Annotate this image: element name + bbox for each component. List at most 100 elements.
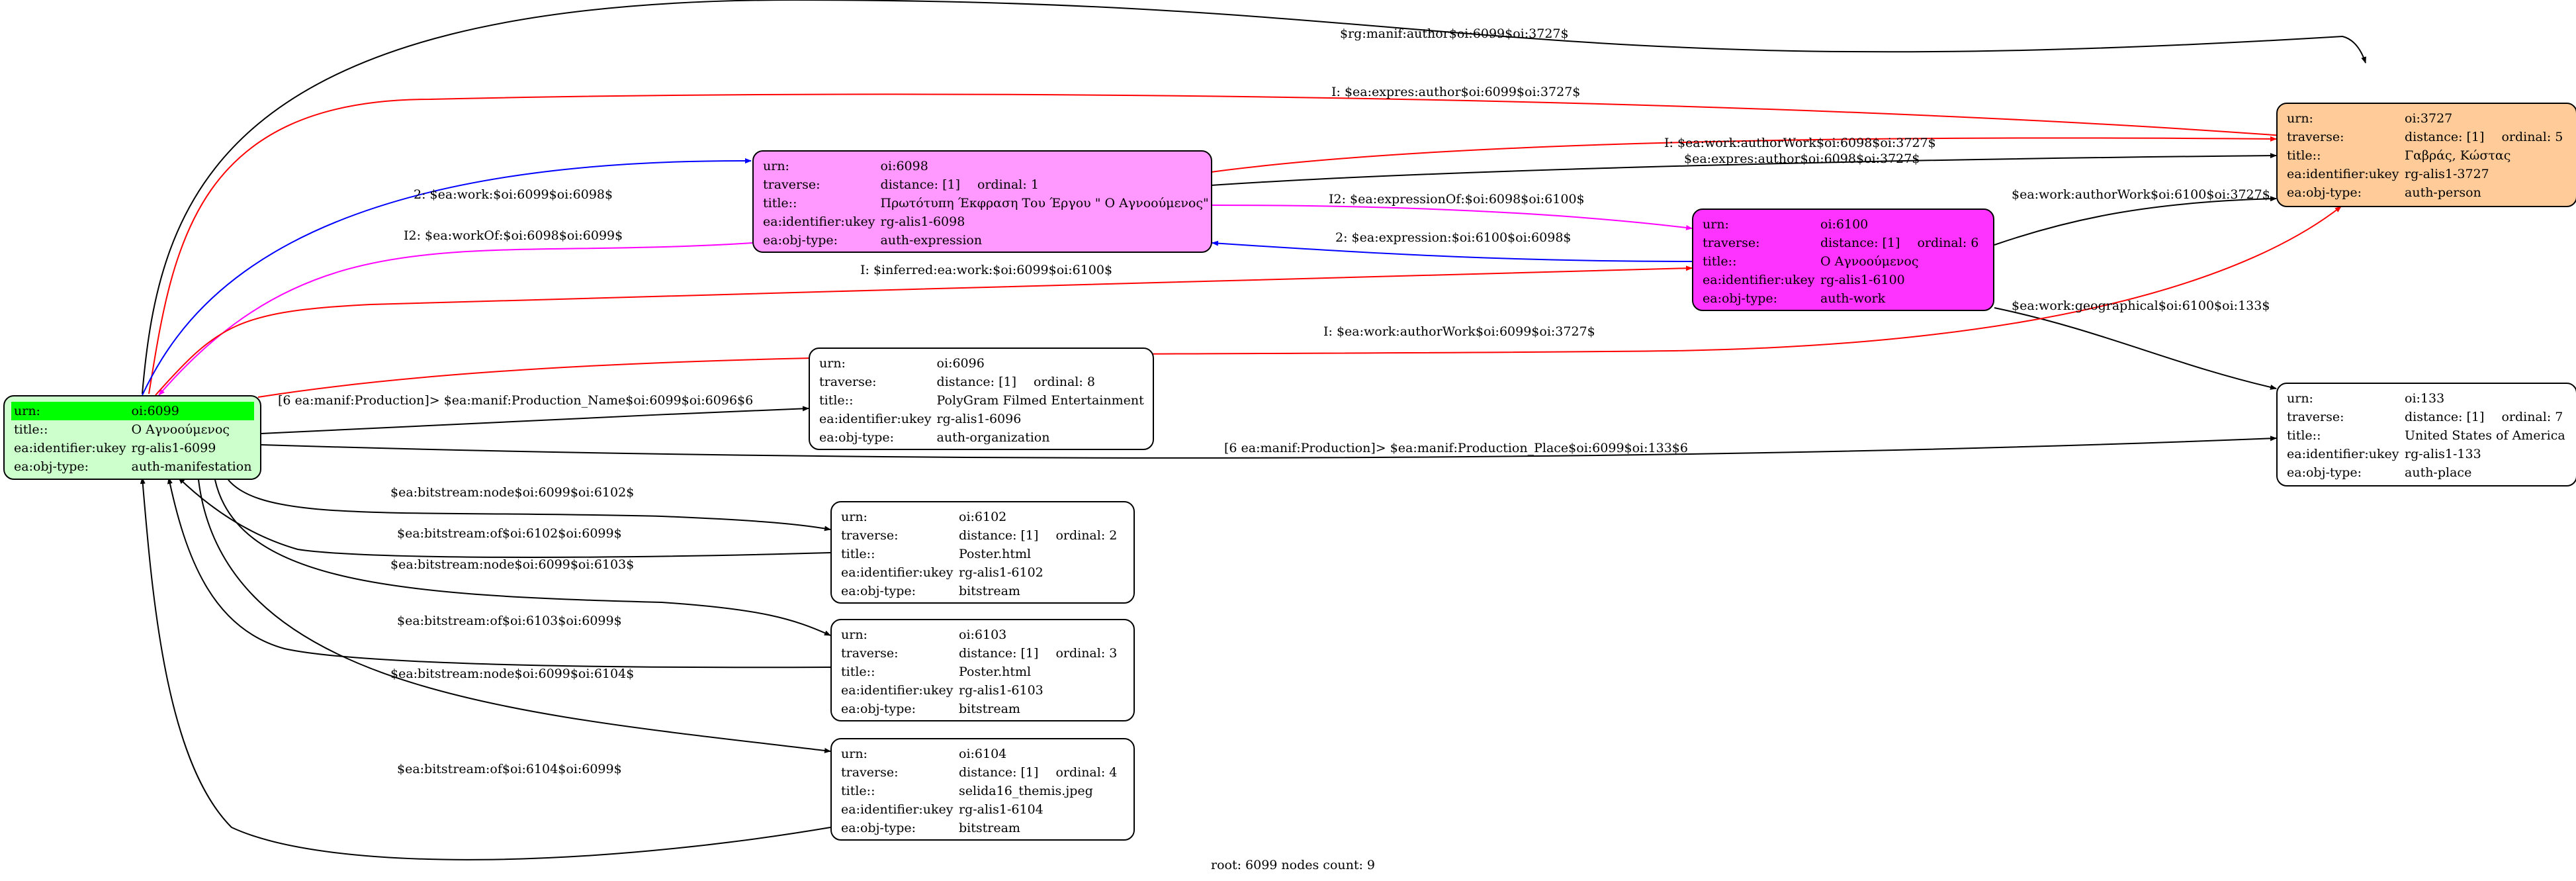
row-value: oi:133	[2405, 391, 2445, 406]
row-key: title::	[841, 784, 875, 798]
row-key: ea:obj-type:	[2287, 465, 2362, 480]
row-value: oi:6104	[959, 747, 1007, 761]
edge-label: $ea:work:geographical$oi:6100$oi:133$	[2012, 299, 2270, 313]
edge-label: I: $ea:expres:author$oi:6099$oi:3727$	[1331, 85, 1580, 99]
edge-label: I: $ea:work:authorWork$oi:6098$oi:3727$	[1664, 136, 1936, 150]
row-key: ea:identifier:ukey	[1703, 273, 1815, 287]
edge-workOf-6098-6099	[158, 242, 753, 396]
node-oi-6100[interactable]: urn:oi:6100 traverse:distance: [1]ordina…	[1692, 209, 1994, 311]
row-value: oi:6102	[959, 510, 1007, 524]
row-value: auth-place	[2405, 465, 2472, 480]
row-value: auth-organization	[936, 430, 1050, 445]
row-key: title::	[14, 422, 48, 437]
node-oi-133[interactable]: urn: oi:133 traverse: distance: [1]ordinal…	[2276, 383, 2576, 487]
edge-label: 2: $ea:expression:$oi:6100$oi:6098$	[1335, 230, 1572, 245]
edge-label: [6 ea:manif:Production]> $ea:manif:Produ…	[278, 393, 753, 408]
edge-label: $ea:bitstream:node$oi:6099$oi:6103$	[390, 557, 634, 572]
row-value: distance: [1]ordinal: 1	[880, 177, 1039, 192]
row-value: bitstream	[959, 821, 1020, 835]
edge-label: [6 ea:manif:Production]> $ea:manif:Produ…	[1224, 441, 1688, 455]
row-value: auth-person	[2405, 185, 2481, 200]
edge-label: I: $inferred:ea:work:$oi:6099$oi:6100$	[860, 263, 1112, 277]
edge-production-name-6099-6096	[261, 406, 809, 434]
edge-bitstream-node-6099-6103	[214, 479, 831, 636]
row-value: oi:6096	[936, 356, 985, 371]
row-value: oi:3727	[2405, 111, 2453, 126]
row-key: ea:identifier:ukey	[841, 683, 954, 698]
edge-label: $ea:bitstream:of$oi:6103$oi:6099$	[397, 614, 622, 628]
node-oi-6096[interactable]: urn:oi:6096 traverse:distance: [1]ordina…	[809, 348, 1154, 450]
row-key: title::	[763, 196, 797, 210]
edge-bitstream-of-6103-6099	[167, 477, 831, 669]
row-key: traverse:	[819, 375, 877, 389]
row-value: Poster.html	[959, 547, 1032, 561]
row-value: auth-manifestation	[131, 459, 252, 474]
row-key: urn:	[2287, 391, 2313, 406]
row-key: ea:obj-type:	[763, 233, 838, 248]
node-oi-6103[interactable]: urn:oi:6103 traverse:distance: [1]ordina…	[830, 619, 1135, 721]
row-key: urn:	[841, 510, 867, 524]
edge-manif-author-6099-3727	[142, 0, 2366, 394]
row-key: ea:obj-type:	[841, 821, 916, 835]
node-oi-6104[interactable]: urn:oi:6104 traverse:distance: [1]ordina…	[830, 738, 1135, 841]
node-oi-3727[interactable]: urn:oi:3727 traverse:distance: [1]ordina…	[2276, 103, 2576, 207]
row-value: oi:6103	[959, 627, 1007, 642]
node-oi-6102[interactable]: urn: oi:6102 traverse: distance: [1]ordina…	[830, 501, 1135, 604]
row-value: rg-alis1-133	[2405, 447, 2481, 461]
row-value: bitstream	[959, 584, 1020, 598]
row-key: ea:obj-type:	[14, 459, 89, 474]
edge-label: 2: $ea:work:$oi:6099$oi:6098$	[414, 187, 613, 202]
edge-label: $ea:bitstream:node$oi:6099$oi:6104$	[390, 667, 634, 681]
row-value: auth-work	[1820, 291, 1886, 306]
edge-bitstream-of-6102-6099	[178, 477, 831, 558]
row-key: title::	[1703, 254, 1737, 269]
row-key: ea:obj-type:	[1703, 291, 1778, 306]
edge-work-authorWork-6100-3727	[1994, 196, 2277, 246]
edge-label: $ea:bitstream:node$oi:6099$oi:6102$	[390, 485, 634, 500]
edge-label: $ea:bitstream:of$oi:6104$oi:6099$	[397, 762, 622, 776]
row-value: distance: [1]ordinal: 7	[2405, 410, 2563, 424]
row-key: traverse:	[763, 177, 821, 192]
row-value: United States of America	[2405, 428, 2565, 443]
edge-bitstream-node-6099-6102	[228, 479, 831, 532]
node-oi-6098[interactable]: urn:oi:6098 traverse:distance: [1]ordina…	[752, 150, 1212, 253]
row-key: ea:identifier:ukey	[841, 565, 954, 580]
row-key: title::	[841, 665, 875, 679]
row-value: Ο Αγνοούμενος	[1820, 254, 1919, 269]
row-value: Πρωτότυπη Έκφραση Του Έργου " Ο Αγνοούμε…	[880, 196, 1209, 210]
row-key: ea:identifier:ukey	[819, 412, 932, 426]
edge-expression-6100-6098	[1212, 240, 1693, 262]
row-value: rg-alis1-3727	[2405, 167, 2489, 181]
row-key: traverse:	[2287, 410, 2344, 424]
row-key: title::	[2287, 428, 2321, 443]
row-value: distance: [1]ordinal: 4	[959, 765, 1118, 780]
row-key: ea:identifier:ukey	[2287, 167, 2399, 181]
row-key: ea:identifier:ukey	[841, 802, 954, 817]
row-key: ea:obj-type:	[819, 430, 895, 445]
edge-label: $ea:bitstream:of$oi:6102$oi:6099$	[397, 526, 622, 541]
row-key: traverse:	[841, 528, 899, 543]
row-value: selida16_themis.jpeg	[959, 784, 1093, 798]
edge-work-geographical-6100-133	[1994, 307, 2277, 390]
edge-expres-author-6099-3727	[148, 93, 2284, 394]
row-key: traverse:	[1703, 236, 1760, 250]
row-key: urn:	[841, 627, 867, 642]
edge-label: $rg:manif:author$oi:6099$oi:3727$	[1340, 26, 1569, 41]
row-key: ea:identifier:ukey	[2287, 447, 2399, 461]
edge-work-authorWork-6099-3727	[257, 206, 2342, 398]
row-key: traverse:	[2287, 130, 2344, 144]
row-value: distance: [1]ordinal: 2	[959, 528, 1118, 543]
row-value: rg-alis1-6100	[1820, 273, 1905, 287]
edge-label: I2: $ea:workOf:$oi:6098$oi:6099$	[404, 228, 623, 243]
row-value: Poster.html	[959, 665, 1032, 679]
node-oi-6099[interactable]: urn:oi:6099 title::Ο Αγνοούμενος ea:iden…	[3, 395, 261, 480]
row-key: ea:obj-type:	[2287, 185, 2362, 200]
row-value: rg-alis1-6102	[959, 565, 1044, 580]
row-key: urn:	[763, 159, 789, 173]
row-value: auth-expression	[880, 233, 983, 248]
row-key: traverse:	[841, 765, 899, 780]
row-key: ea:obj-type:	[841, 702, 916, 716]
edge-expressionOf-6098-6100	[1210, 205, 1693, 230]
row-value: bitstream	[959, 702, 1020, 716]
